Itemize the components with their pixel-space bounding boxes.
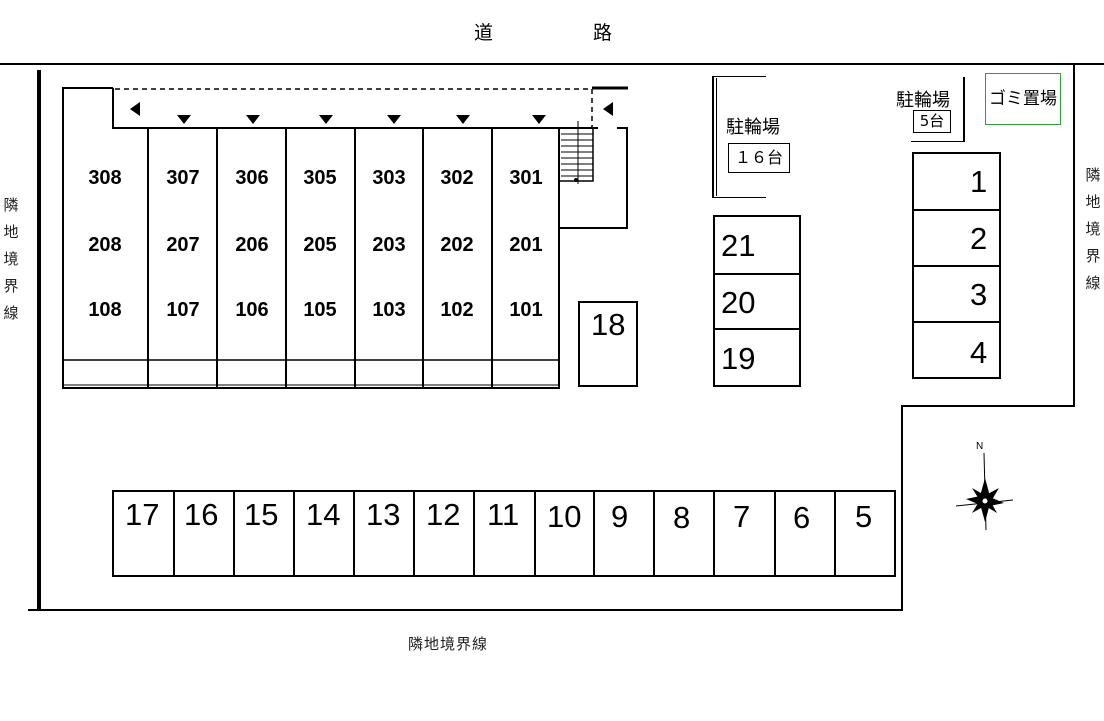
parking-number: 14 (306, 497, 341, 532)
parking-space: 21 (713, 215, 801, 275)
parking-number: 17 (125, 497, 160, 532)
parking-space: 18 (578, 301, 638, 387)
unit-label: 202 (440, 234, 474, 256)
unit-label: 305 (303, 167, 337, 189)
bicycle-small-capacity-box: 5台 (913, 110, 951, 133)
parking-number: 16 (184, 497, 219, 532)
parking-number: 3 (970, 277, 988, 312)
unit-label: 303 (372, 167, 406, 189)
unit-label: 105 (303, 299, 337, 321)
parking-number: 8 (673, 500, 691, 535)
unit-label: 108 (88, 299, 122, 321)
parking-space: 16 (173, 490, 235, 577)
entrance-arrow-icon (603, 102, 613, 116)
parking-space: 14 (293, 490, 355, 577)
parking-number: 10 (547, 499, 582, 534)
parking-number: 9 (611, 499, 629, 534)
parking-space: 5 (834, 490, 896, 577)
compass-rose-icon (955, 452, 1014, 531)
bicycle-parking-small-box (911, 77, 965, 142)
parking-number: 18 (591, 307, 626, 342)
bicycle-parking-small-title: 駐輪場 (896, 90, 950, 111)
parking-space: 4 (912, 321, 1001, 379)
parking-space: 19 (713, 328, 801, 387)
building-outer-wall (62, 87, 560, 389)
unit-label: 203 (372, 234, 406, 256)
bicycle-parking-main (712, 76, 766, 198)
road-label-2: 路 (593, 22, 613, 44)
unit-label: 106 (235, 299, 269, 321)
unit-label: 107 (166, 299, 200, 321)
parking-number: 19 (721, 341, 756, 376)
parking-number: 20 (721, 285, 756, 320)
right-lower-boundary-line (901, 405, 903, 611)
right-boundary-label: 隣 地 境 界 線 (1085, 166, 1101, 292)
parking-number: 7 (733, 499, 751, 534)
unit-label: 103 (372, 299, 406, 321)
parking-space: 12 (413, 490, 475, 577)
bottom-boundary-line (28, 609, 903, 611)
parking-space: 3 (912, 265, 1001, 323)
parking-space: 9 (593, 490, 655, 577)
right-boundary-line (1073, 64, 1075, 407)
parking-number: 6 (793, 500, 811, 535)
parking-number: 1 (970, 164, 988, 199)
unit-label: 207 (166, 234, 200, 256)
parking-space: 7 (713, 490, 776, 577)
right-step-line (902, 405, 1075, 407)
unit-label: 101 (509, 299, 543, 321)
unit-label: 308 (88, 167, 122, 189)
unit-label: 102 (440, 299, 474, 321)
bicycle-capacity-box: １６台 (728, 143, 790, 173)
corridor-dashed-line (115, 88, 593, 128)
unit-label: 205 (303, 234, 337, 256)
unit-label: 302 (440, 167, 474, 189)
unit-label: 307 (166, 167, 200, 189)
parking-space: 10 (534, 490, 595, 577)
entrance-arrow-icon (532, 115, 546, 124)
entrance-arrow-icon (387, 115, 401, 124)
entrance-arrow-icon (456, 115, 470, 124)
parking-space: 15 (233, 490, 295, 577)
entrance-arrow-icon (319, 115, 333, 124)
entrance-arrow-icon (246, 115, 260, 124)
parking-space: 13 (353, 490, 415, 577)
unit-label: 201 (509, 234, 543, 256)
parking-number: 15 (244, 497, 279, 532)
parking-space: 8 (653, 490, 715, 577)
compass-north-label: N (976, 441, 984, 452)
road-label-1: 道 (474, 22, 494, 44)
bicycle-parking-title: 駐輪場 (726, 117, 780, 138)
parking-number: 11 (487, 497, 520, 532)
parking-number: 13 (366, 497, 401, 532)
parking-number: 21 (721, 228, 756, 263)
parking-number: 5 (855, 499, 873, 534)
stair-enclosure (559, 127, 628, 229)
parking-number: 12 (426, 497, 461, 532)
parking-space: 2 (912, 209, 1001, 267)
parking-space: 6 (774, 490, 836, 577)
entrance-arrow-icon (130, 102, 140, 116)
parking-number: 2 (970, 221, 988, 256)
parking-number: 4 (970, 335, 988, 370)
bottom-boundary-label: 隣地境界線 (408, 635, 489, 653)
unit-label: 206 (235, 234, 269, 256)
entrance-arrow-icon (177, 115, 191, 124)
garbage-area: ゴミ置場 (985, 73, 1061, 125)
left-boundary-line (37, 70, 41, 610)
unit-label: 306 (235, 167, 269, 189)
parking-space: 17 (112, 490, 175, 577)
parking-space: 20 (713, 273, 801, 330)
parking-space: 11 (473, 490, 536, 577)
parking-space: 1 (912, 152, 1001, 211)
road-boundary-line (0, 63, 1104, 65)
left-boundary-label: 隣 地 境 界 線 (3, 196, 19, 322)
unit-label: 301 (509, 167, 543, 189)
unit-label: 208 (88, 234, 122, 256)
